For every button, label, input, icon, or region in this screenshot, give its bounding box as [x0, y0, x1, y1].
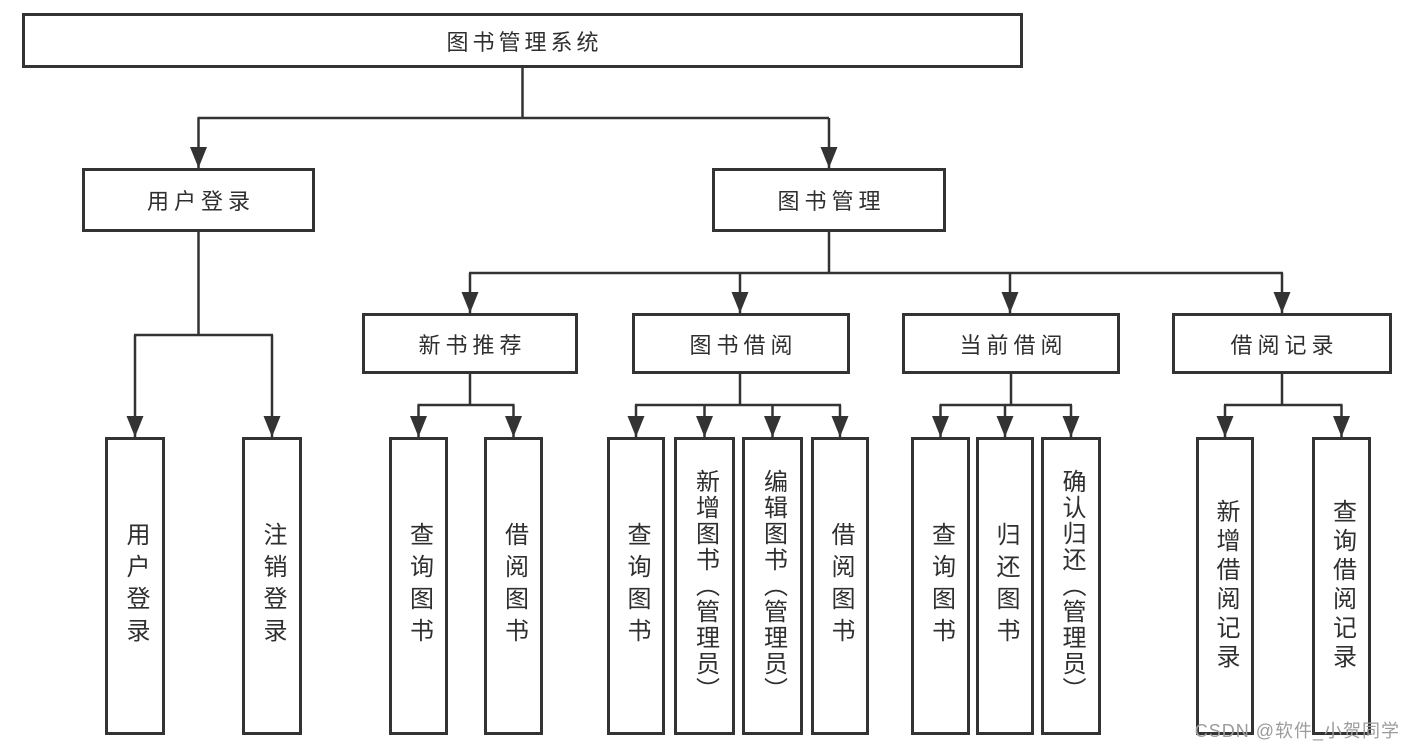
leaf-logout: 注销登录	[242, 437, 302, 735]
node-new-book-recommend: 新书推荐	[362, 313, 578, 374]
leaf-return-book-label: 归还图书	[992, 522, 1019, 650]
node-book-management: 图书管理	[712, 168, 946, 232]
leaf-borrow-books: 借阅图书	[811, 437, 869, 735]
leaf-logout-label: 注销登录	[259, 522, 286, 650]
leaf-query-books-borrow: 查询图书	[607, 437, 665, 735]
watermark: CSDN @软件_小贺同学	[1194, 721, 1400, 741]
node-book-borrow-label: 图书借阅	[689, 332, 798, 358]
leaf-query-borrow-record-label: 查询借阅记录	[1328, 499, 1356, 673]
leaf-edit-book-admin: 编辑图书（管理员）	[742, 437, 803, 735]
leaf-query-books-borrow-label: 查询图书	[623, 522, 650, 650]
leaf-add-book-admin-label: 新增图书（管理员）	[691, 469, 719, 703]
node-root: 图书管理系统	[22, 13, 1023, 68]
leaf-query-books-current: 查询图书	[911, 437, 970, 735]
node-user-login: 用户登录	[82, 168, 315, 232]
node-book-management-label: 图书管理	[777, 189, 886, 214]
leaf-query-books-recommend-label: 查询图书	[405, 522, 433, 650]
node-current-borrow-label: 当前借阅	[959, 332, 1068, 358]
leaf-add-book-admin: 新增图书（管理员）	[674, 437, 735, 735]
leaf-user-login-label: 用户登录	[122, 522, 149, 650]
leaf-query-books-recommend: 查询图书	[389, 437, 448, 735]
leaf-confirm-return-admin: 确认归还（管理员）	[1041, 437, 1101, 735]
leaf-user-login: 用户登录	[105, 437, 165, 735]
node-root-label: 图书管理系统	[446, 29, 603, 55]
leaf-edit-book-admin-label: 编辑图书（管理员）	[759, 469, 787, 703]
leaf-borrow-books-recommend: 借阅图书	[484, 437, 543, 735]
connector-group	[126, 68, 1350, 437]
leaf-borrow-books-label: 借阅图书	[827, 522, 854, 650]
node-new-book-recommend-label: 新书推荐	[418, 332, 527, 358]
node-borrow-records: 借阅记录	[1172, 313, 1392, 374]
leaf-return-book: 归还图书	[976, 437, 1034, 735]
node-user-login-label: 用户登录	[146, 189, 255, 214]
leaf-query-borrow-record: 查询借阅记录	[1312, 437, 1371, 735]
leaf-add-borrow-record-label: 新增借阅记录	[1212, 499, 1239, 673]
leaf-add-borrow-record: 新增借阅记录	[1196, 437, 1254, 735]
leaf-confirm-return-admin-label: 确认归还（管理员）	[1058, 469, 1085, 703]
leaf-query-books-current-label: 查询图书	[927, 522, 955, 650]
leaf-borrow-books-recommend-label: 借阅图书	[500, 522, 528, 650]
node-current-borrow: 当前借阅	[902, 313, 1120, 374]
node-book-borrow: 图书借阅	[632, 313, 850, 374]
node-borrow-records-label: 借阅记录	[1230, 332, 1339, 358]
